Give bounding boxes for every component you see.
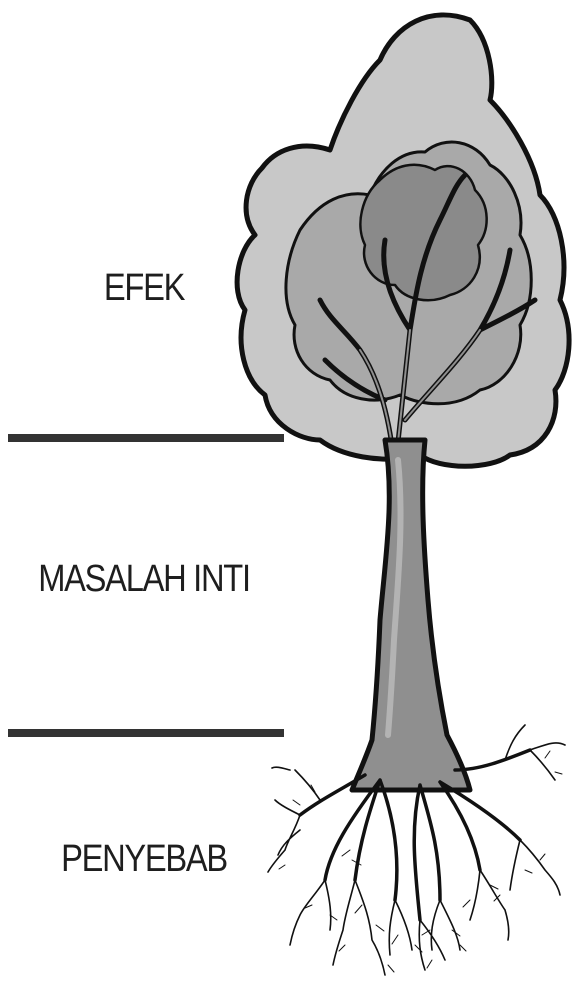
trunk-shape — [352, 440, 470, 790]
foliage-dark — [360, 165, 486, 300]
tree-crown — [237, 15, 569, 470]
tree-trunk — [352, 440, 470, 790]
